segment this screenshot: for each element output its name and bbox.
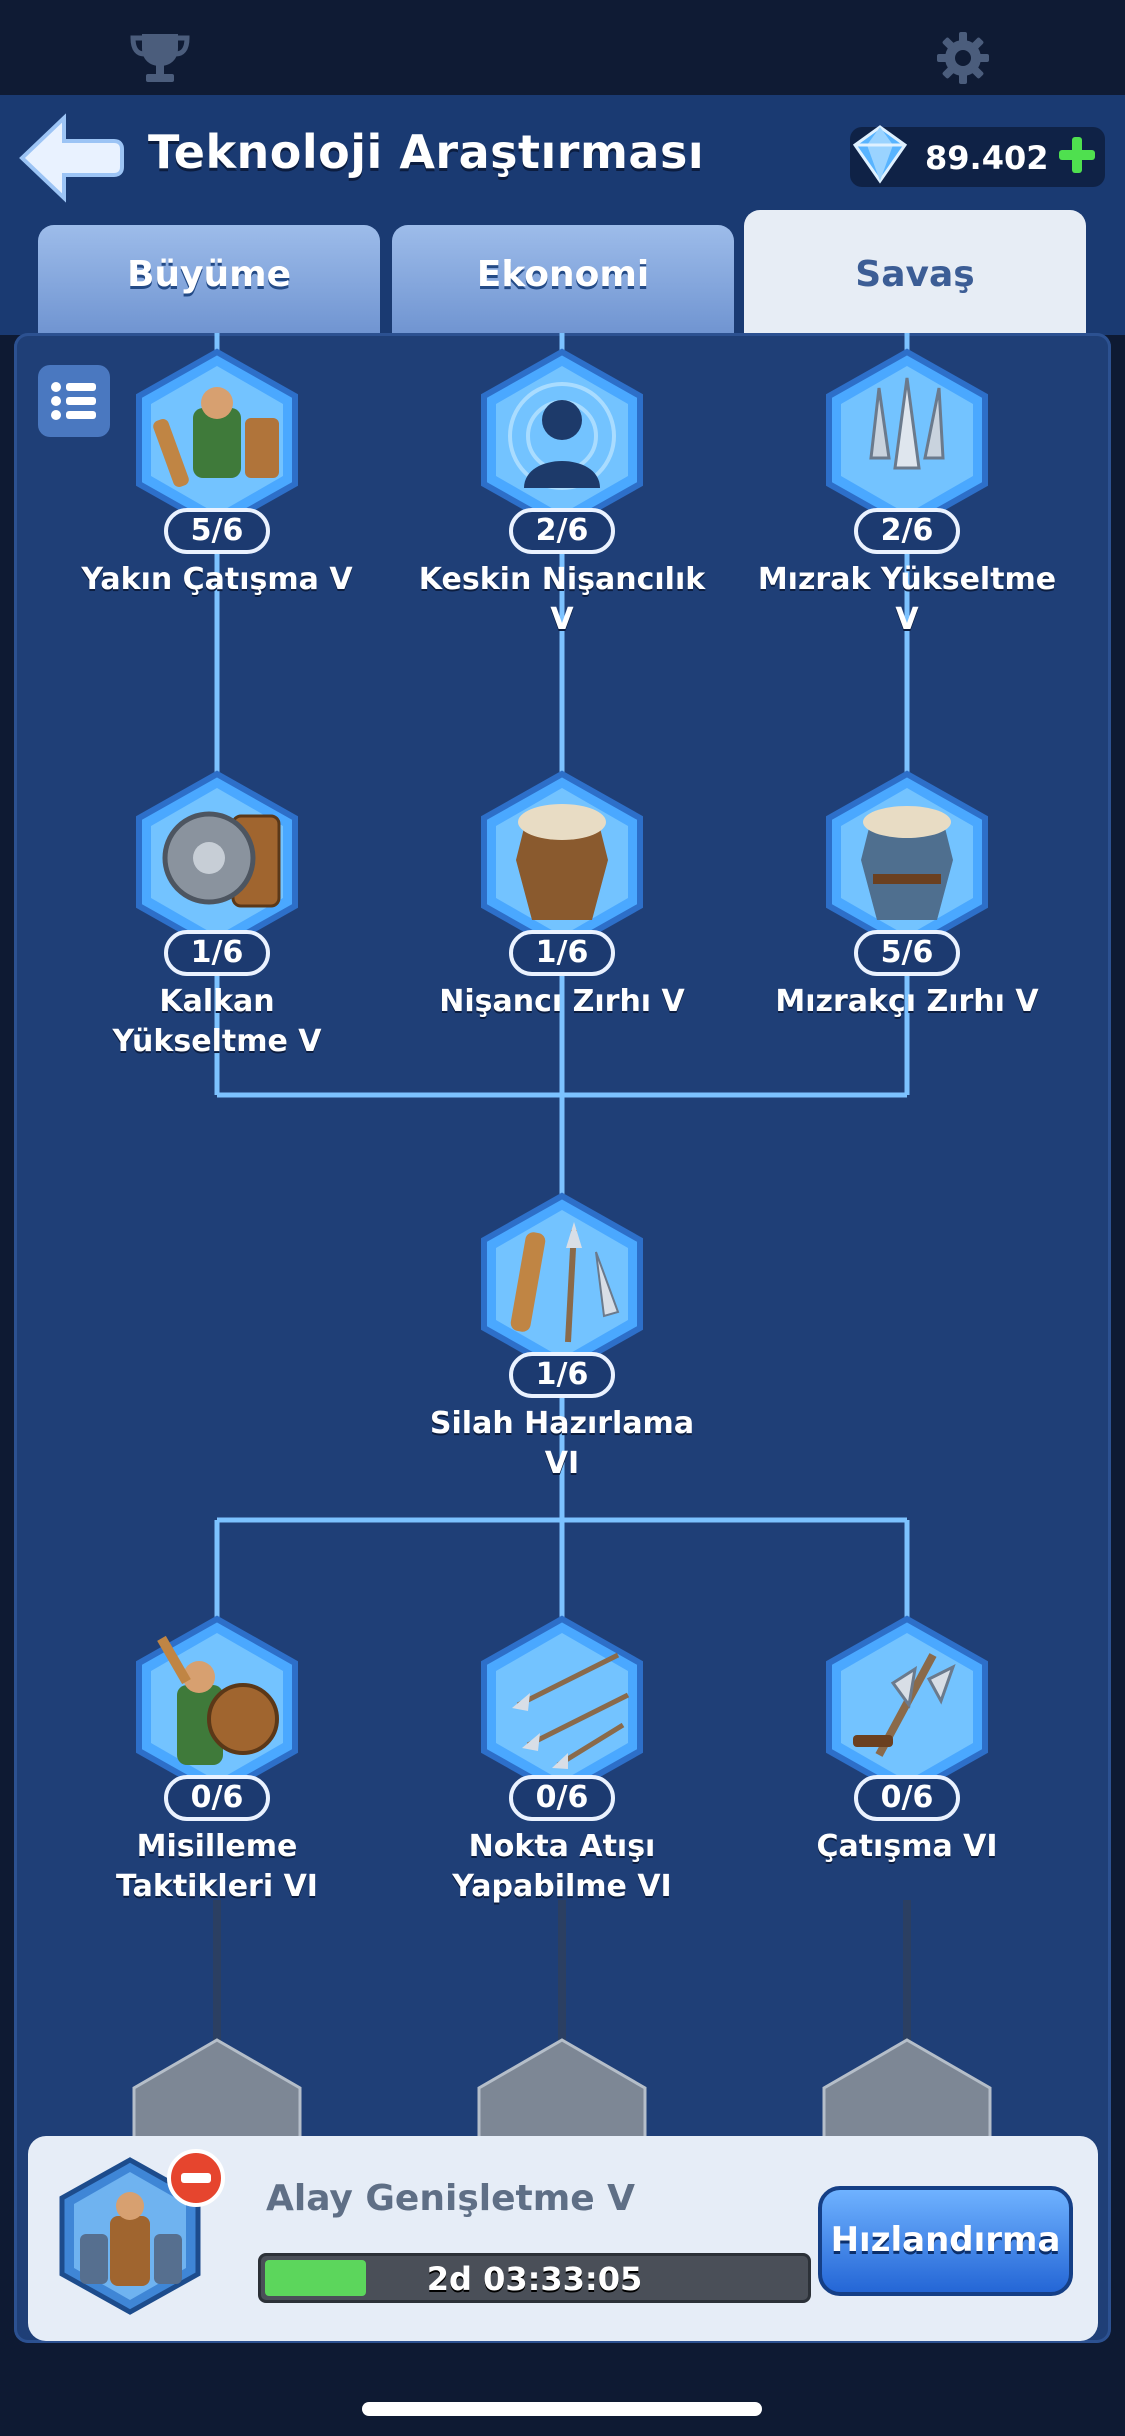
top-bar	[0, 0, 1125, 95]
tab-bar: Büyüme Ekonomi Savaş	[0, 210, 1125, 343]
research-name: Alay Genişletme V	[266, 2178, 636, 2219]
research-timer: 2d 03:33:05	[426, 2260, 643, 2298]
list-menu-button[interactable]	[38, 365, 110, 437]
trophy-icon[interactable]	[130, 30, 190, 85]
regiment-icon	[59, 2157, 201, 2315]
level-badge: 1/6	[164, 930, 270, 976]
level-badge: 1/6	[509, 930, 615, 976]
tab-ekonomi[interactable]: Ekonomi	[392, 225, 734, 343]
node-label: Misilleme Taktikleri VI	[116, 1829, 318, 1904]
cancel-research-icon[interactable]	[166, 2148, 226, 2208]
add-gems-icon[interactable]	[1055, 133, 1099, 177]
level-badge: 5/6	[164, 508, 270, 554]
level-badge: 2/6	[854, 508, 960, 554]
node-label: Mızrak Yükseltme V	[757, 562, 1057, 637]
diamond-icon	[852, 125, 908, 184]
gem-amount: 89.402	[925, 139, 1049, 177]
node-label: Silah Hazırlama VI	[429, 1406, 695, 1481]
tab-savas[interactable]: Savaş	[744, 210, 1086, 343]
page-title: Teknoloji Araştırması	[148, 125, 705, 179]
current-research-card[interactable]: Alay Genişletme V 2d 03:33:05 Hızlandırm…	[28, 2136, 1098, 2341]
header: Teknoloji Araştırması 89.402	[0, 95, 1125, 220]
node-label: Mızrakçı Zırhı V	[775, 984, 1039, 1019]
node-label: Çatışma VI	[816, 1829, 998, 1864]
node-label: Kalkan Yükseltme V	[112, 984, 322, 1059]
research-progress-bar: 2d 03:33:05	[258, 2253, 811, 2303]
progress-fill	[265, 2260, 367, 2296]
arrows-icon	[481, 1615, 643, 1799]
melee-warrior-icon	[136, 348, 298, 532]
shield-icon	[136, 770, 298, 954]
target-silhouette-icon	[481, 348, 643, 532]
speedup-button[interactable]: Hızlandırma	[818, 2186, 1073, 2296]
gear-icon[interactable]	[935, 30, 991, 86]
spear-tips-icon	[826, 348, 988, 532]
level-badge: 1/6	[509, 1352, 615, 1398]
level-badge: 0/6	[854, 1775, 960, 1821]
level-badge: 2/6	[509, 508, 615, 554]
level-badge: 5/6	[854, 930, 960, 976]
battle-axe-icon	[826, 1615, 988, 1799]
level-badge: 0/6	[164, 1775, 270, 1821]
archer-armor-icon	[481, 770, 643, 954]
node-label: Keskin Nişancılık V	[418, 562, 706, 637]
spearman-armor-icon	[826, 770, 988, 954]
tab-buyume[interactable]: Büyüme	[38, 225, 380, 343]
node-label: Nişancı Zırhı V	[439, 984, 685, 1019]
list-icon	[51, 382, 96, 420]
home-indicator[interactable]	[362, 2402, 762, 2416]
node-label: Nokta Atışı Yapabilme VI	[452, 1829, 672, 1904]
level-badge: 0/6	[509, 1775, 615, 1821]
gem-counter: 89.402	[850, 125, 1105, 187]
retaliation-warrior-icon	[136, 1615, 298, 1799]
node-label: Yakın Çatışma V	[81, 562, 353, 597]
weapons-icon	[481, 1192, 643, 1376]
back-arrow-icon[interactable]	[14, 113, 124, 203]
